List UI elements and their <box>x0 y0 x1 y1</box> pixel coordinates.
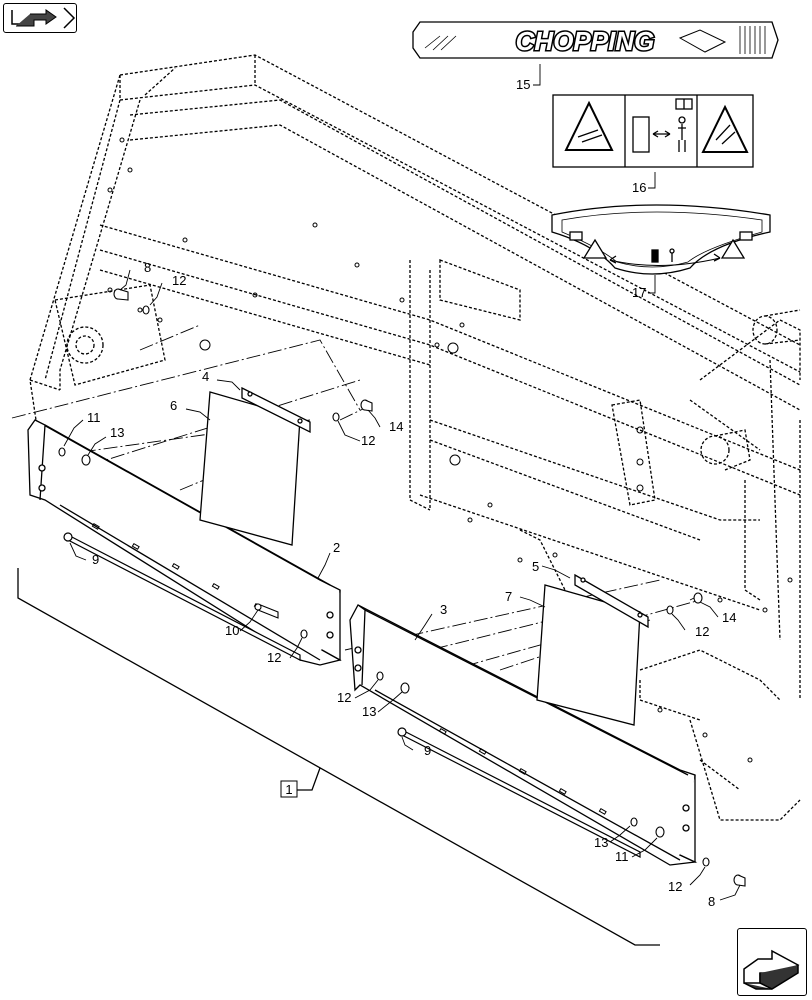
decal-texture <box>424 26 766 54</box>
machine-frame <box>29 54 801 821</box>
callout-8: 8 <box>144 260 151 275</box>
callout-14: 14 <box>722 610 736 625</box>
frame-holes <box>107 137 793 763</box>
back-button[interactable] <box>3 3 77 33</box>
callout-9: 9 <box>92 552 99 567</box>
callout-9: 9 <box>424 743 431 758</box>
warning-triangle-icon <box>582 238 746 259</box>
clamp-strip-right <box>574 573 649 629</box>
callout-labels: 1 2 3 4 5 6 7 8 8 9 9 10 11 11 12 12 12 … <box>87 77 736 909</box>
callout-12: 12 <box>695 624 709 639</box>
callout-3: 3 <box>440 602 447 617</box>
callout-1: 1 <box>285 782 292 797</box>
arched-decal <box>551 204 771 275</box>
callout-7: 7 <box>505 589 512 604</box>
callout-8: 8 <box>708 894 715 909</box>
clamp-strip-left <box>241 386 311 434</box>
callout-5: 5 <box>532 559 539 574</box>
callout-10: 10 <box>225 623 239 638</box>
book-icon <box>675 98 693 110</box>
deflector-panel-right <box>349 604 698 866</box>
warning-triangle-icon <box>701 104 749 153</box>
chopping-decal: CHOPPING <box>412 21 779 59</box>
callout-12: 12 <box>172 273 186 288</box>
callout-12: 12 <box>337 690 351 705</box>
leader-lines <box>63 64 741 901</box>
next-button[interactable] <box>737 928 807 996</box>
callout-6: 6 <box>170 398 177 413</box>
warning-decal <box>552 94 754 168</box>
callout-13: 13 <box>362 704 376 719</box>
callout-11: 11 <box>87 410 101 425</box>
callout-13: 13 <box>110 425 124 440</box>
callout-11: 11 <box>615 849 629 864</box>
panel-slots-right <box>438 727 607 815</box>
callout-13: 13 <box>594 835 608 850</box>
callout-12: 12 <box>267 650 281 665</box>
hardware-fasteners <box>58 288 746 887</box>
forward-arrow-icon <box>743 949 800 990</box>
callout-2: 2 <box>333 540 340 555</box>
kit-bracket <box>17 568 660 946</box>
callout-12: 12 <box>361 433 375 448</box>
warning-triangle-icon <box>564 100 614 151</box>
return-arrow-icon <box>11 7 76 29</box>
callout-16: 16 <box>632 180 646 195</box>
callout-14: 14 <box>389 419 403 434</box>
keep-distance-icon <box>632 116 686 153</box>
decal-chopping-text: CHOPPING <box>516 26 655 56</box>
callout-15: 15 <box>516 77 530 92</box>
callout-12: 12 <box>668 879 682 894</box>
callout-17: 17 <box>632 285 646 300</box>
deflector-panel-left <box>27 419 342 666</box>
callout-4: 4 <box>202 369 209 384</box>
callout-box-1 <box>280 780 298 798</box>
rod-right <box>397 727 641 858</box>
book-icon <box>569 231 753 241</box>
